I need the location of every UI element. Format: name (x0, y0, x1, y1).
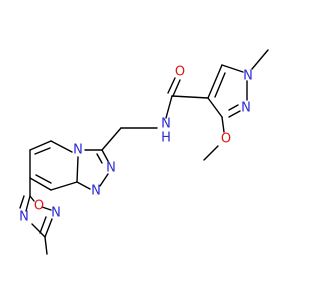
bond-ox-n4-c5 (25, 195, 31, 212)
bond-py-c5-c6-inner (34, 147, 51, 155)
bond-py-n4-c5 (50, 140, 73, 153)
molecule-structure-diagram: O N H N N O N N N O N N (19, 49, 269, 255)
bond-carbonyl-n (165, 95, 173, 119)
bond-tz-c3-n2 (101, 149, 109, 162)
atom-label-amide-n: N (161, 117, 171, 132)
bond-n1-methyl (251, 49, 269, 70)
bond-py-c7-c8 (29, 177, 52, 191)
atom-label-oxadiazole-o: O (34, 199, 44, 214)
atom-label-pyrazole-n1: N (243, 69, 253, 84)
bond-ox-o1-n2 (41, 206, 52, 211)
bond-ox-n2-c3 (44, 218, 53, 238)
bonds (19, 49, 269, 255)
atom-label-amide-h: H (161, 131, 171, 146)
bond-py-c8-c8a (50, 181, 78, 191)
bond-o-methyl (203, 145, 219, 161)
bond-tz-c3-n2-inner (96, 153, 103, 164)
bond-ox-n2-c3-inner (39, 216, 47, 234)
atom-label-oxadiazole-n4: N (19, 210, 29, 225)
molecule-svg: O N H N N O N N N O N N (19, 49, 269, 255)
bond-py-c7-c8-inner (35, 174, 52, 184)
bond-tz-n2-n1 (99, 173, 109, 187)
bond-carbonyl-o-1 (172, 79, 181, 97)
bond-pz-c5-n1 (221, 64, 244, 73)
atom-label-methoxy-o: O (221, 132, 231, 147)
bond-carbonyl-o-2 (167, 77, 176, 94)
bond-ox-methyl (44, 236, 48, 255)
atom-label-triazole-n2: N (91, 184, 101, 199)
atom-label-oxadiazole-n2: N (51, 206, 61, 221)
atom-label-triazole-n1: N (106, 161, 116, 176)
bond-ox-c5-o1 (29, 195, 35, 202)
bond-py-c5-c6 (29, 140, 52, 151)
atom-labels: O N H N N O N N N O N N (19, 65, 253, 225)
bond-ch2-c3 (101, 127, 122, 151)
atom-label-amide-o: O (175, 65, 185, 80)
bond-tz-n1-c8a (76, 181, 91, 190)
bond-pz-c4-c5 (207, 64, 223, 99)
bond-pz-n2-c3-inner (228, 104, 239, 111)
bond-ox-n4-c5-inner (19, 195, 25, 209)
bond-tz-c8a-n4 (76, 156, 79, 183)
bond-pz-c3-c4 (207, 97, 223, 118)
atom-label-bridge-n: N (73, 143, 83, 158)
bond-ox-c3-n4 (31, 223, 46, 238)
bond-c3-o (221, 116, 225, 133)
bond-pz-n2-c3 (228, 110, 241, 118)
atom-label-pyrazole-n2: N (241, 101, 251, 116)
bond-pz-c4-c5-inner (214, 72, 226, 98)
bond-c4-carbonyl (171, 95, 209, 99)
